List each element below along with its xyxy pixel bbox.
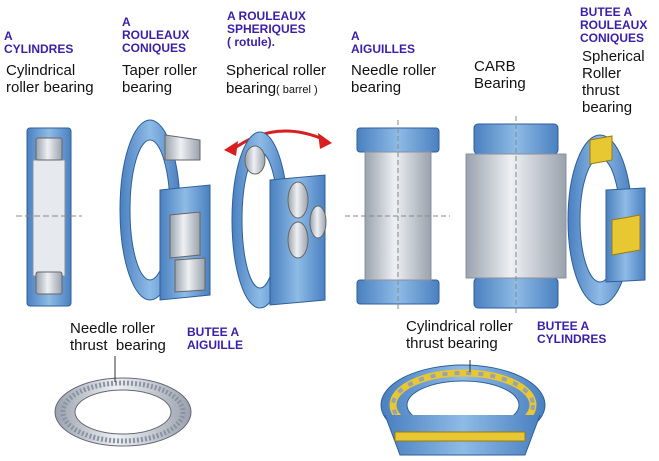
label-fr-spherical-thrust: BUTEE A ROULEAUX CONIQUES bbox=[580, 5, 648, 45]
label-en-needle-thrust: Needle roller thrust bearing bbox=[70, 320, 166, 354]
label-en-needle: Needle roller bearing bbox=[351, 62, 437, 96]
label-en-carb: CARB Bearing bbox=[474, 58, 526, 92]
label-en-cylindrical: Cylindrical roller bearing bbox=[6, 62, 94, 96]
needle-roller-bearing-drawing bbox=[345, 120, 450, 312]
label-en-spherical-note: ( barrel ) bbox=[276, 84, 318, 96]
needle-roller-thrust-bearing-drawing bbox=[54, 356, 192, 447]
label-en-spherical-line2: bearing( barrel ) bbox=[226, 80, 318, 99]
spherical-roller-thrust-bearing-drawing bbox=[567, 134, 646, 306]
label-en-spherical-line1: Spherical roller bbox=[226, 62, 327, 79]
label-fr-spherical: A ROULEAUX SPHERIQUES ( rotule). bbox=[227, 9, 306, 49]
label-en-cylindrical-thrust: Cylindrical roller thrust bearing bbox=[406, 318, 513, 352]
label-fr-cylindrical-thrust: BUTEE A CYLINDRES bbox=[537, 319, 607, 346]
label-en-spherical-word: bearing bbox=[226, 80, 277, 97]
label-fr-needle-thrust: BUTEE A AIGUILLE bbox=[187, 325, 243, 352]
cylindrical-roller-thrust-bearing-drawing bbox=[380, 360, 546, 456]
label-en-spherical-thrust: Spherical Roller thrust bearing bbox=[582, 48, 645, 116]
taper-roller-bearing-drawing bbox=[119, 119, 211, 301]
label-fr-needle: A AIGUILLES bbox=[351, 29, 416, 56]
rotation-arrow-icon bbox=[231, 129, 326, 152]
cylindrical-roller-bearing-drawing bbox=[16, 127, 82, 307]
label-fr-taper: A ROULEAUX CONIQUES bbox=[122, 15, 190, 55]
label-en-taper: Taper roller bearing bbox=[122, 62, 198, 96]
label-fr-cylindrical: A CYLINDRES bbox=[4, 29, 74, 56]
carb-bearing-drawing bbox=[465, 116, 567, 316]
spherical-roller-bearing-drawing bbox=[224, 129, 332, 309]
